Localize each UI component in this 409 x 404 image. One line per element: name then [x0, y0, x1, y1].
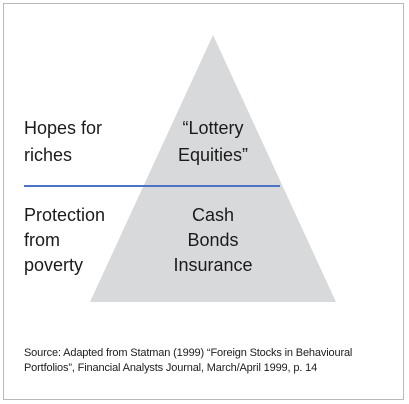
- upper-pyramid-label-line-2: Equities”: [177, 145, 249, 165]
- lower-pyramid-label-line-3: Insurance: [173, 255, 253, 275]
- source-line-1: Source: Adapted from Statman (1999) “For…: [24, 347, 353, 359]
- lower-pyramid-label-line-2: Bonds: [187, 230, 239, 250]
- lower-left-label-line-3: poverty: [24, 255, 84, 275]
- lower-left-label-line-2: from: [24, 230, 60, 250]
- lower-pyramid-label-line-1: Cash: [191, 205, 235, 225]
- source-line-2: Portfolios”, Financial Analysts Journal,…: [24, 362, 318, 374]
- pyramid-shape: [90, 35, 336, 302]
- upper-left-label-line-2: riches: [24, 145, 73, 165]
- upper-pyramid-label-line-1: “Lottery: [182, 118, 244, 138]
- source-note: Source: Adapted from Statman (1999) “For…: [24, 346, 394, 376]
- lower-left-label-line-1: Protection: [24, 205, 106, 225]
- upper-left-label-line-1: Hopes for: [24, 118, 103, 138]
